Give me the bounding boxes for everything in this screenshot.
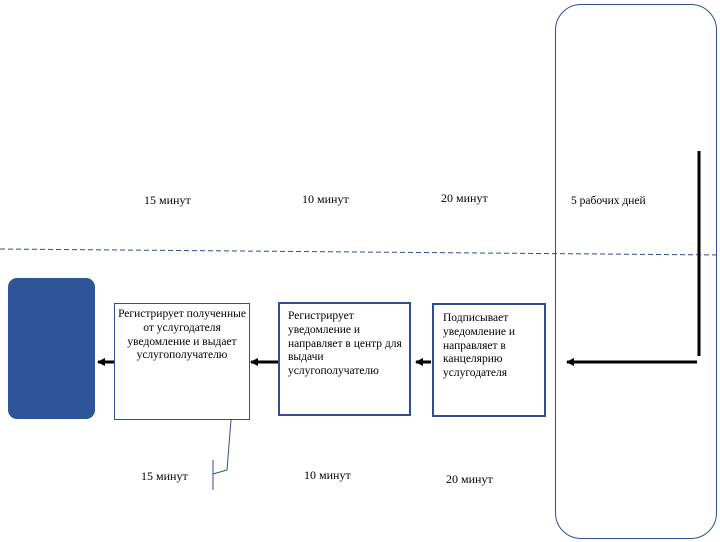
time-top-20-min: 20 минут [441, 191, 488, 205]
time-bottom-10-min: 10 минут [304, 468, 351, 482]
recipient-block [8, 278, 95, 419]
step-signs-and-forwards-text: Подписывает уведомление и направляет в к… [443, 312, 516, 380]
step-registers-and-issues-text: Регистрирует полученные от услугодателя … [118, 308, 246, 362]
step-signs-and-forwards: Подписывает уведомление и направляет в к… [432, 303, 546, 417]
time-top-15-min: 15 минут [144, 193, 191, 207]
time-top-5-days: 5 рабочих дней [571, 195, 646, 207]
step-registers-and-forwards-text: Регистрирует уведомление и направляет в … [288, 310, 402, 378]
time-bottom-20-min: 20 минут [446, 472, 493, 486]
time-bottom-15-min: 15 минут [141, 469, 188, 483]
callout-bracket [212, 419, 232, 475]
step-registers-and-issues: Регистрирует полученные от услугодателя … [114, 303, 250, 420]
step-registers-and-forwards: Регистрирует уведомление и направляет в … [278, 302, 411, 416]
time-top-10-min: 10 минут [302, 192, 349, 206]
lane-divider-line [0, 248, 720, 256]
service-provider-lane [555, 4, 717, 539]
